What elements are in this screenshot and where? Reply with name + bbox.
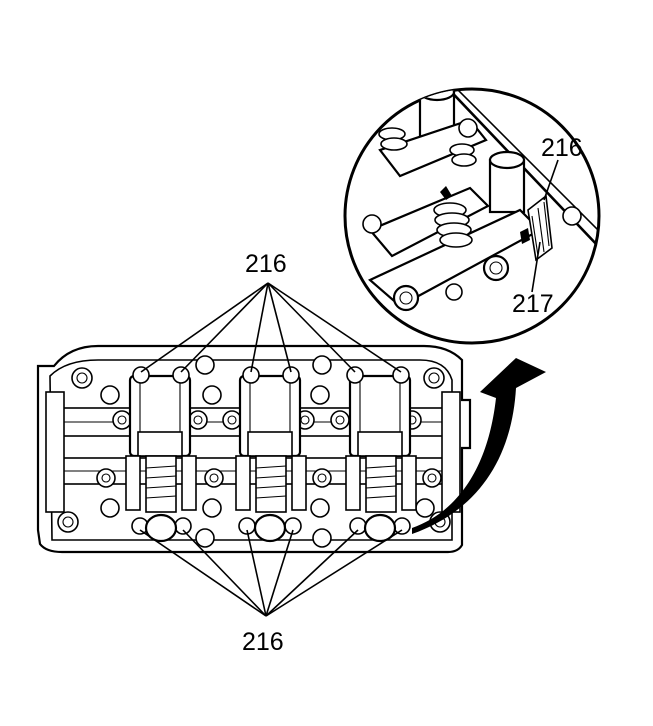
callout-216-detail: 216 (541, 134, 583, 162)
valve-spring (378, 127, 477, 248)
callout-216-bottom: 216 (242, 628, 284, 656)
callout-217-detail: 217 (512, 290, 554, 318)
rocker-arm-assembly-2 (235, 366, 307, 543)
callout-216-top: 216 (245, 250, 287, 278)
leader-lines-bottom (139, 529, 403, 617)
rocker-arm-assembly-1 (125, 366, 197, 543)
detail-leader-216 (543, 159, 559, 201)
detail-pointer-arrow (412, 358, 546, 534)
lash-adjuster (527, 194, 553, 262)
detail-view (343, 87, 601, 345)
leader-lines-top (140, 282, 402, 373)
rocker-arm-assembly-3 (345, 366, 417, 543)
detail-leader-217 (531, 241, 541, 293)
